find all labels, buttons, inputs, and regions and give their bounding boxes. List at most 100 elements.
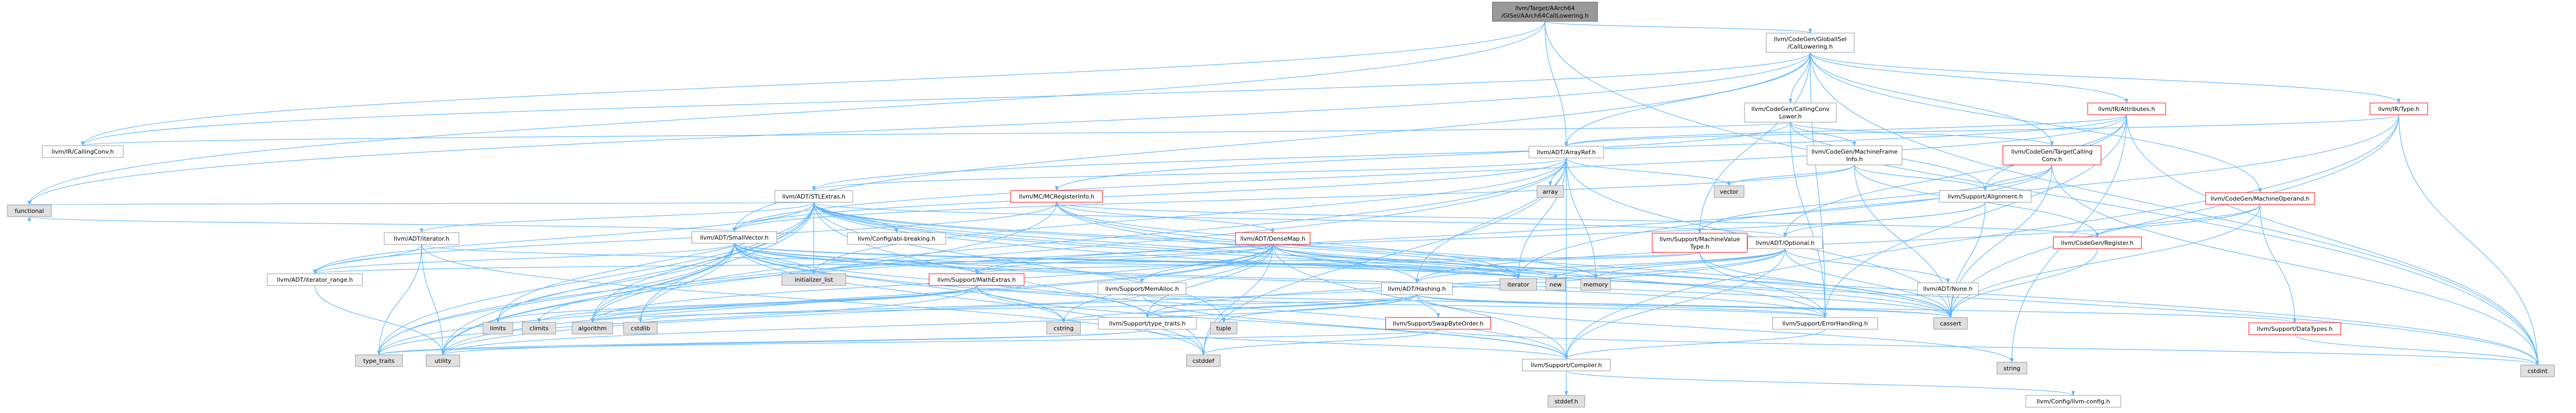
dependency-edge (974, 244, 1273, 274)
edge-calllowering-to-machineoperand (1810, 52, 2262, 193)
node-functional[interactable]: functional (7, 204, 52, 217)
dependency-edge (1564, 114, 2399, 147)
node-densemap[interactable]: llvm/ADT/DenseMap.h (1235, 232, 1311, 245)
edge-stlextras-to-memory (813, 202, 1598, 279)
edge-smallvector-to-cassert (734, 243, 1953, 318)
node-callingconv_ir[interactable]: llvm/IR/CallingConv.h (42, 145, 124, 158)
node-adtnone[interactable]: llvm/ADT/None.h (1917, 282, 1979, 295)
node-vector[interactable]: vector (1714, 185, 1745, 198)
edge-type_traits_h-to-utility (441, 329, 1148, 355)
node-mathextras[interactable]: llvm/Support/MathExtras.h (929, 273, 1025, 286)
node-cstddef[interactable]: cstddef (1186, 354, 1220, 367)
dependency-edge (1566, 157, 1598, 279)
node-irattributes[interactable]: llvm/IR/Attributes.h (2087, 102, 2166, 115)
node-errorhandling[interactable]: llvm/Support/ErrorHandling.h (1772, 317, 1878, 330)
node-box (1210, 322, 1238, 335)
edge-type_traits_h-to-compiler (1147, 329, 1568, 360)
edge-densemap-to-iterator (1272, 244, 1520, 279)
node-utility[interactable]: utility (426, 354, 460, 367)
edge-densemap-to-type_traits_h (1145, 244, 1273, 318)
node-box (384, 232, 459, 245)
node-root[interactable]: llvm/Target/AArch64/GISel/AArch64CallLow… (1492, 2, 1598, 22)
edge-iterator_range-to-utility (314, 285, 445, 355)
edge-stlextras-to-errorhandling (813, 202, 1827, 318)
node-irtype[interactable]: llvm/IR/Type.h (2369, 102, 2428, 115)
node-swapbyteorder[interactable]: llvm/Support/SwapByteOrder.h (1385, 317, 1491, 330)
node-memory[interactable]: memory (1580, 278, 1611, 291)
edge-calllowering-to-errorhandling (1810, 52, 1827, 318)
node-cstring[interactable]: cstring (1047, 322, 1081, 335)
node-datatypes[interactable]: llvm/Support/DataTypes.h (2248, 322, 2341, 335)
node-machineoperand[interactable]: llvm/CodeGen/MachineOperand.h (2205, 192, 2315, 205)
node-box (2002, 145, 2102, 165)
node-smallvector[interactable]: llvm/ADT/SmallVector.h (692, 231, 777, 244)
node-type_traits_h[interactable]: llvm/Support/type_traits.h (1098, 317, 1197, 330)
node-algorithm[interactable]: algorithm (572, 322, 613, 335)
node-box (781, 273, 846, 286)
node-llvmconfig[interactable]: llvm/Config/llvm-config.h (2025, 395, 2121, 408)
edge-arrayref-to-hashing (1415, 157, 1567, 283)
dependency-edge (1544, 21, 2540, 366)
edge-smallvector-to-cstddef (734, 243, 1206, 355)
node-calllowering[interactable]: llvm/CodeGen/GlobalISel/CallLowering.h (1766, 33, 1854, 53)
edge-datatypes-to-cstdint (2294, 334, 2540, 366)
dependency-edge (27, 52, 1811, 205)
node-cassert[interactable]: cassert (1933, 317, 1968, 330)
node-cgregister[interactable]: llvm/CodeGen/Register.h (2053, 236, 2142, 249)
edge-root-to-cstdint (1544, 21, 2540, 366)
node-adtiterator[interactable]: llvm/ADT/iterator.h (384, 232, 459, 245)
node-box (2520, 364, 2555, 377)
node-box (774, 190, 853, 203)
node-stlextras[interactable]: llvm/ADT/STLExtras.h (774, 190, 853, 203)
edge-alignment-to-adtoptional (1783, 202, 1986, 237)
node-label: initializer_list (795, 276, 834, 283)
node-alignment[interactable]: llvm/Support/Alignment.h (1939, 190, 2032, 203)
node-label: llvm/ADT/DenseMap.h (1240, 235, 1305, 242)
edge-irattributes-to-smallvector (732, 114, 2127, 232)
node-arrayref[interactable]: llvm/ADT/ArrayRef.h (1528, 146, 1604, 158)
dependency-edge (1553, 248, 1786, 279)
node-tuple[interactable]: tuple (1210, 322, 1238, 335)
node-iterator[interactable]: iterator (1500, 278, 1537, 291)
node-mcregisterinfo[interactable]: llvm/MC/MCRegisterInfo.h (1010, 190, 1103, 203)
node-cstdlib[interactable]: cstdlib (623, 322, 657, 335)
node-memalloc[interactable]: llvm/Support/MemAlloc.h (1098, 282, 1186, 295)
node-box (355, 354, 403, 367)
node-climits[interactable]: climits (522, 322, 556, 335)
node-limits[interactable]: limits (482, 322, 513, 335)
edge-hashing-to-algorithm (590, 294, 1417, 323)
node-array[interactable]: array (1536, 185, 1564, 198)
dependency-edge (1544, 21, 1812, 34)
node-label: string (2003, 365, 2020, 372)
node-box (2025, 395, 2121, 408)
node-adtoptional[interactable]: llvm/ADT/Optional.h (1747, 236, 1823, 249)
node-initializer_list[interactable]: initializer_list (781, 273, 846, 286)
node-label: llvm/CodeGen/Register.h (2061, 240, 2134, 247)
node-type_traits[interactable]: type_traits (355, 354, 403, 367)
dependency-edge (1415, 248, 1786, 283)
edge-adtoptional-to-cassert (1785, 248, 1953, 318)
node-new[interactable]: new (1545, 278, 1566, 291)
node-hashing[interactable]: llvm/ADT/Hashing.h (1381, 282, 1453, 295)
node-string[interactable]: string (1996, 362, 2027, 375)
dependency-edge (1564, 52, 1811, 147)
node-stddef[interactable]: stddef.h (1548, 395, 1585, 408)
dependency-edge (29, 200, 814, 205)
node-abibreaking[interactable]: llvm/Config/abi-breaking.h (847, 232, 946, 245)
node-cstdint[interactable]: cstdint (2520, 364, 2555, 377)
node-box (1772, 317, 1878, 330)
dependency-edge (1416, 294, 2296, 323)
node-box (1047, 322, 1081, 335)
dependency-edge (2260, 204, 2297, 323)
node-iterator_range[interactable]: llvm/ADT/iterator_range.h (267, 273, 363, 286)
dependency-edge (1854, 164, 1987, 191)
edge-hashing-to-cstring (1061, 294, 1417, 323)
node-box (1939, 190, 2032, 203)
node-label: new (1550, 281, 1562, 288)
dependency-edge (27, 21, 1545, 205)
node-compiler[interactable]: llvm/Support/Compiler.h (1522, 359, 1611, 371)
